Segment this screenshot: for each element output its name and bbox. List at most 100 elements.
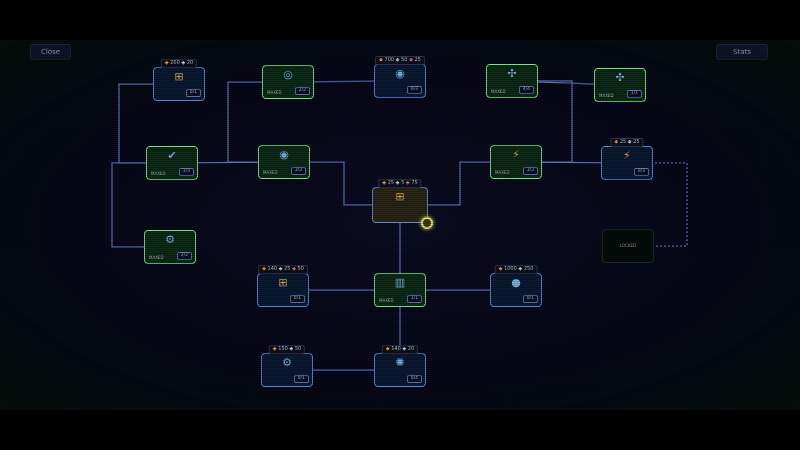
coin-cursor-icon <box>421 217 433 229</box>
cost-icon: ◆ <box>402 346 407 352</box>
plus-box-icon: ⊞ <box>278 277 288 289</box>
cost-icon: ◆ <box>289 346 294 352</box>
node-status-label: MAXED <box>491 89 506 94</box>
cost-icon: ◆ <box>405 180 410 186</box>
node-cost: ◆ 200 ◆ 20 <box>160 59 198 68</box>
node-progress: 3/3 <box>290 167 306 175</box>
node-status-label: MAXED <box>151 171 166 176</box>
node-cost: ◆ 150 ◆ 50 <box>268 345 306 354</box>
cost-icon: ◆ <box>382 180 387 186</box>
cost-value: 1000 <box>504 266 517 272</box>
skill-node-n16[interactable]: ⚙0/1 ◆ 150 ◆ 50 <box>261 345 313 387</box>
bolt-icon: ⚡ <box>512 149 520 161</box>
cost-icon: ◆ <box>278 266 283 272</box>
cost-icon: ◆ <box>181 60 186 66</box>
node-progress: 0/1 <box>522 295 538 303</box>
cost-icon: ◆ <box>518 266 523 272</box>
cost-value: 25 <box>633 139 640 145</box>
cost-icon: ◆ <box>395 180 400 186</box>
gears-icon: ⚙ <box>282 357 292 369</box>
node-status-label: LOCKED <box>619 243 637 248</box>
node-progress: 2/2 <box>294 87 310 95</box>
node-progress: 0/1 <box>289 295 305 303</box>
rainbow-icon: ▥ <box>394 277 406 289</box>
node-status-label: MAXED <box>263 170 278 175</box>
cost-icon: ◆ <box>627 139 632 145</box>
bolt-icon: ⚡ <box>623 150 631 162</box>
cost-value: 20 <box>186 60 194 66</box>
skill-node-n12[interactable]: ○LOCKED <box>602 229 654 263</box>
skill-node-n2[interactable]: ◎ MAXED 2/2 <box>262 65 314 99</box>
plus-box-icon: ⊞ <box>395 191 405 203</box>
node-progress: 0/1 <box>185 89 201 97</box>
skill-link <box>400 161 516 206</box>
node-progress: 4/4 <box>518 86 534 94</box>
cost-value: 700 <box>384 57 395 63</box>
cost-value: 75 <box>411 180 418 186</box>
skill-link <box>627 162 688 247</box>
cost-value: 25 <box>387 180 395 186</box>
skill-node-n1[interactable]: ⊞0/1 ◆ 200 ◆ 20 <box>153 59 205 101</box>
cost-icon: ◆ <box>272 346 277 352</box>
skill-node-n6[interactable]: ✔ MAXED 3/3 <box>146 146 198 180</box>
node-cost: ◆ 1000 ◆ 250 <box>494 265 538 274</box>
cost-icon: ◆ <box>164 60 169 66</box>
node-status-label: MAXED <box>599 93 614 98</box>
cost-value: 50 <box>294 346 302 352</box>
cost-icon: ◆ <box>379 57 383 63</box>
cost-icon: ◆ <box>498 266 503 272</box>
cost-icon: ◆ <box>262 266 266 272</box>
node-cost: ◆ 25 ◆ 5 ◆ 75 <box>378 179 422 188</box>
cost-icon: ◆ <box>614 139 619 145</box>
cost-value: 20 <box>407 346 415 352</box>
node-cost: ◆ 140 ◆ 20 <box>381 345 419 354</box>
node-progress: 0/3 <box>633 168 649 176</box>
skill-node-n15[interactable]: ●0/1◆ 1000 ◆ 250 <box>490 265 542 307</box>
node-status-label: MAXED <box>149 255 164 260</box>
cost-value: 50 <box>401 57 408 63</box>
skill-node-n11[interactable]: ⚙ MAXED 2/2 <box>144 230 196 264</box>
cost-value: 25 <box>284 266 291 272</box>
node-cost: ◆ 140 ◆ 25 ◆ 50 <box>258 265 308 274</box>
sun-badge-icon: ✺ <box>395 357 405 369</box>
node-progress: 0/1 <box>293 375 309 383</box>
cost-value: 200 <box>170 60 180 66</box>
node-status-label: MAXED <box>267 90 282 95</box>
check-gear-icon: ✔ <box>167 150 177 162</box>
node-cost: ◆ 700 ◆ 50 ◆ 25 <box>375 56 425 65</box>
cost-icon: ◆ <box>292 266 296 272</box>
skill-node-n14[interactable]: ▥ MAXED 1/1 <box>374 273 426 307</box>
atom-icon: ✣ <box>615 72 625 84</box>
stats-button[interactable]: Stats <box>716 44 768 60</box>
close-button[interactable]: Close <box>30 44 72 60</box>
gears-icon: ⚙ <box>165 234 175 246</box>
cost-value: 5 <box>401 180 405 186</box>
skill-node-n17[interactable]: ✺0/4◆ 140 ◆ 20 <box>374 345 426 387</box>
cost-value: 25 <box>619 139 627 145</box>
skill-link <box>227 81 288 163</box>
skill-node-n8[interactable]: ⊞◆ 25 ◆ 5 ◆ 75 <box>372 179 433 229</box>
skill-link <box>111 162 172 248</box>
skill-node-n10[interactable]: ⚡0/3 ◆ 25 ◆ 25 <box>601 138 653 180</box>
skill-node-n7[interactable]: ◉ MAXED 3/3 <box>258 145 310 179</box>
ring-icon: ◎ <box>283 69 293 81</box>
cost-value: 250 <box>523 266 534 272</box>
node-progress: 1/1 <box>406 295 422 303</box>
node-status-label: MAXED <box>379 298 394 303</box>
cost-value: 140 <box>267 266 278 272</box>
node-progress: 3/3 <box>178 168 194 176</box>
cost-icon: ◆ <box>385 346 390 352</box>
node-cost: ◆ 25 ◆ 25 <box>610 138 644 147</box>
cost-icon: ◆ <box>395 57 400 63</box>
skill-node-n13[interactable]: ⊞0/1 ◆ 140 ◆ 25 ◆ 50 <box>257 265 309 307</box>
node-progress: 0/3 <box>406 86 422 94</box>
rings-icon: ◉ <box>279 149 289 161</box>
plus-box-icon: ⊞ <box>174 71 184 83</box>
node-progress: 2/2 <box>176 252 192 260</box>
skill-node-n3[interactable]: ◉0/3◆ 700 ◆ 50 ◆ 25 <box>374 56 426 98</box>
node-status-label: MAXED <box>495 170 510 175</box>
